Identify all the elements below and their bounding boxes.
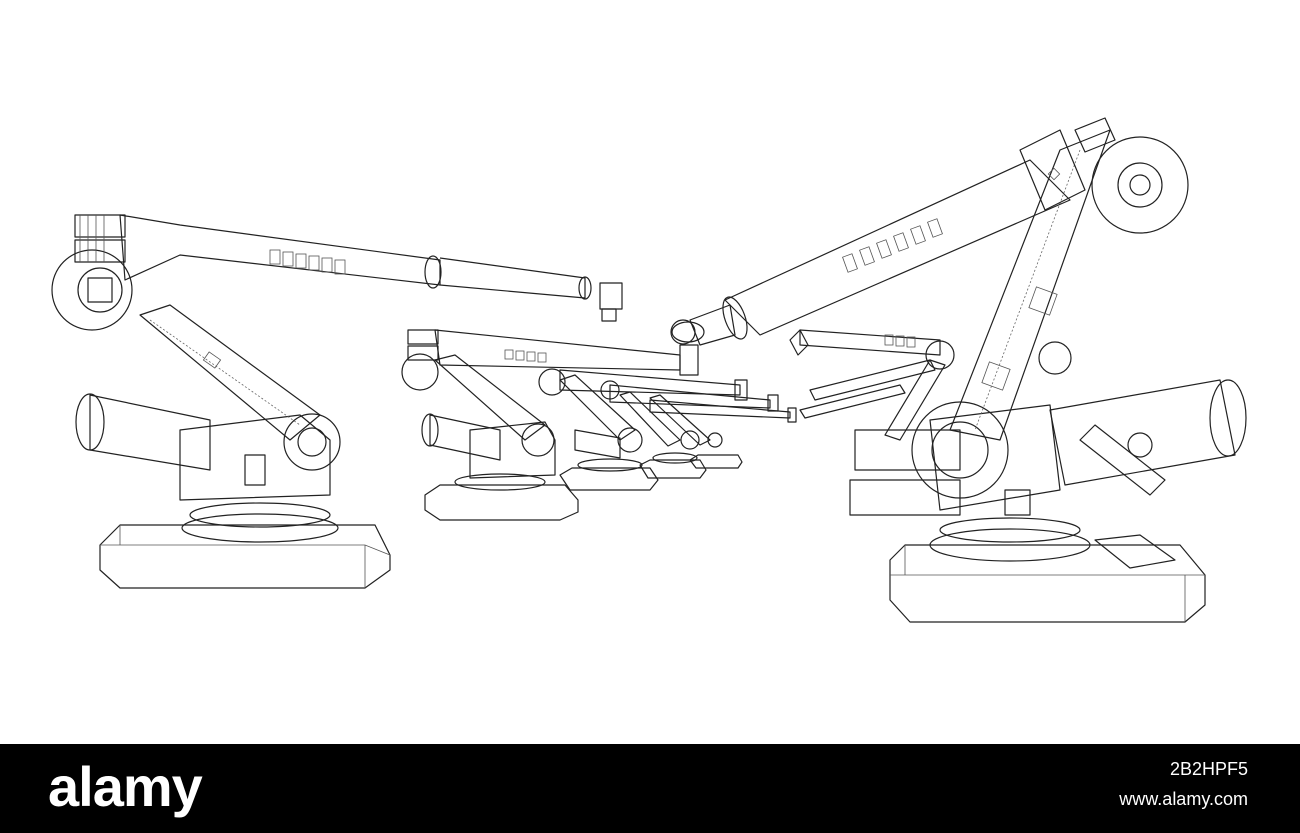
illustration-area xyxy=(51,117,1247,623)
image-id: 2B2HPF5 xyxy=(1169,759,1248,779)
robot-arm-mid-4 xyxy=(649,394,797,469)
robot-arm-mid-3 xyxy=(600,380,779,479)
footer-bar: alamy 2B2HPF5 www.alamy.com xyxy=(0,744,1300,833)
robot-arm-right-front xyxy=(670,117,1247,623)
site-url: www.alamy.com xyxy=(1119,789,1248,809)
alamy-logo: alamy xyxy=(48,755,203,818)
robot-arm-left-front xyxy=(51,214,623,589)
robot-arm-mid-2 xyxy=(538,368,748,491)
robot-arms-wireframe xyxy=(51,117,1247,623)
robot-arm-mid-1 xyxy=(401,321,705,521)
robot-arm-right-mid-1 xyxy=(789,329,961,516)
